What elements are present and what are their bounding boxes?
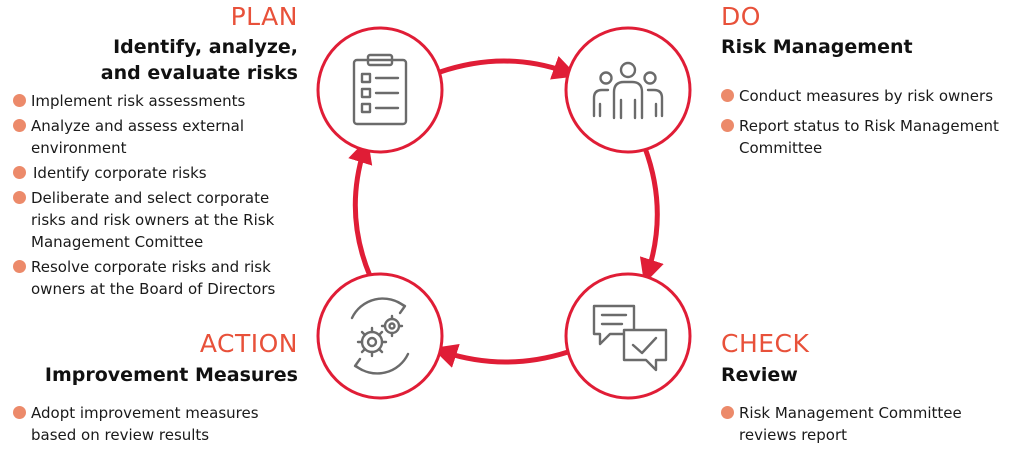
gears-cycle-icon <box>350 297 410 375</box>
plan-bullet-list: Implement risk assessments Analyze and a… <box>13 90 303 303</box>
do-bullet-item: Report status to Risk Management Committ… <box>721 115 1021 159</box>
bullet-dot-icon <box>13 406 26 419</box>
chat-review-icon <box>592 304 668 372</box>
plan-bullet-item: Deliberate and select corporate risks an… <box>13 187 303 253</box>
action-subtitle: Improvement Measures <box>44 364 298 386</box>
do-bullet-item: Conduct measures by risk owners <box>721 85 1021 107</box>
bullet-dot-icon <box>721 119 734 132</box>
plan-bullet-text: Implement risk assessments <box>31 92 246 110</box>
action-bullet-item: Adopt improvement measures based on revi… <box>13 402 303 446</box>
check-bullet-list: Risk Management Committee reviews report <box>721 402 1021 446</box>
plan-bullet-item: Implement risk assessments <box>13 90 303 112</box>
arrow-action-to-plan <box>348 138 373 277</box>
check-title: CHECK <box>721 329 810 358</box>
do-bullet-list: Conduct measures by risk owners Report s… <box>721 85 1021 167</box>
plan-bullet-item: Identify corporate risks <box>13 162 303 184</box>
plan-subtitle-line2: and evaluate risks <box>100 62 298 84</box>
plan-bullet-text: Resolve corporate risks and risk owners … <box>31 258 276 298</box>
plan-bullet-text: Analyze and assess external environment <box>31 117 245 157</box>
plan-bullet-text: Deliberate and select corporate risks an… <box>31 189 275 251</box>
arrow-plan-to-do <box>439 56 578 80</box>
bullet-dot-icon <box>13 94 26 107</box>
check-node <box>564 272 692 400</box>
do-title: DO <box>721 2 761 31</box>
check-bullet-text: Risk Management Committee reviews report <box>739 404 962 444</box>
bullet-dot-icon <box>13 166 26 179</box>
action-bullet-text: Adopt improvement measures based on revi… <box>31 404 259 444</box>
plan-node <box>316 26 444 154</box>
do-subtitle: Risk Management <box>721 36 913 58</box>
arrow-do-to-check <box>639 147 664 284</box>
plan-bullet-item: Analyze and assess external environment <box>13 115 303 159</box>
bullet-dot-icon <box>721 89 734 102</box>
action-bullet-list: Adopt improvement measures based on revi… <box>13 402 303 446</box>
action-node <box>316 272 444 400</box>
plan-bullet-item: Resolve corporate risks and risk owners … <box>13 256 303 300</box>
people-group-icon <box>592 61 664 120</box>
plan-title: PLAN <box>230 2 298 31</box>
plan-bullet-text: Identify corporate risks <box>33 164 207 182</box>
do-node <box>564 26 692 154</box>
bullet-dot-icon <box>13 260 26 273</box>
action-title: ACTION <box>199 329 298 358</box>
bullet-dot-icon <box>13 191 26 204</box>
plan-subtitle-line1: Identify, analyze, <box>113 36 298 58</box>
plan-subtitle: Identify, analyze, and evaluate risks <box>0 34 298 86</box>
clipboard-checklist-icon <box>352 53 408 126</box>
bullet-dot-icon <box>721 406 734 419</box>
bullet-dot-icon <box>13 119 26 132</box>
do-bullet-text: Conduct measures by risk owners <box>739 87 994 105</box>
do-bullet-text: Report status to Risk Management Committ… <box>739 117 999 157</box>
check-bullet-item: Risk Management Committee reviews report <box>721 402 1021 446</box>
check-subtitle: Review <box>721 364 798 386</box>
arrow-check-to-action <box>432 344 569 368</box>
